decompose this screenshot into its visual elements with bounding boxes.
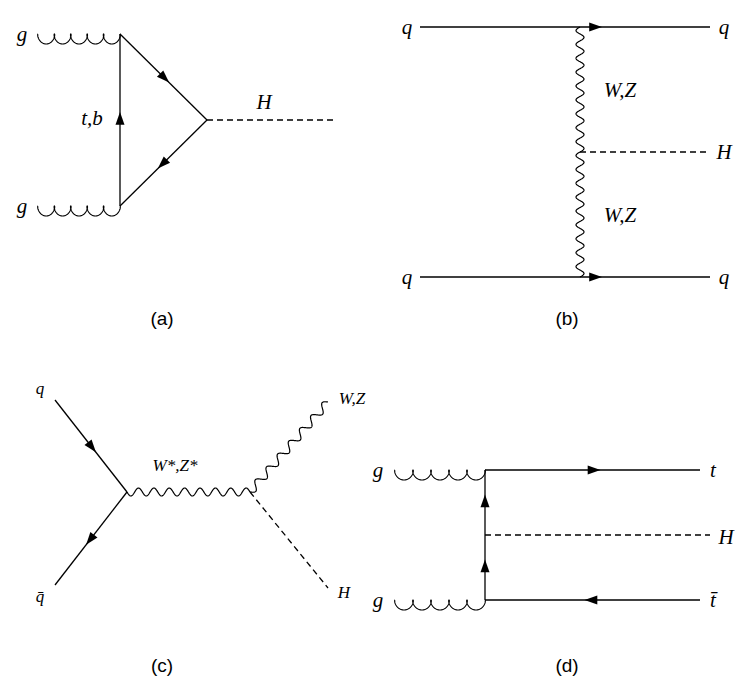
- higgs-line: [580, 151, 708, 152]
- particle-label: g: [17, 24, 28, 45]
- particle-label: q: [402, 267, 413, 288]
- boson-line: [576, 27, 584, 152]
- higgs-line: [485, 534, 710, 535]
- fermion-line: [55, 400, 127, 492]
- gluon-line: [395, 470, 486, 480]
- fermion-arrow: [84, 439, 95, 452]
- particle-label: q: [402, 17, 413, 38]
- particle-label: t: [710, 460, 716, 481]
- gluon-line: [38, 206, 121, 216]
- panel-caption: (d): [555, 656, 578, 675]
- fermion-line: [420, 276, 710, 277]
- fermion-arrow: [157, 70, 169, 82]
- fermion-line: [120, 120, 207, 206]
- gluon-line: [38, 34, 121, 44]
- particle-label: W*,Z*: [153, 457, 198, 474]
- particle-label: H: [716, 142, 731, 163]
- particle-label: g: [373, 460, 384, 481]
- particle-label: H: [718, 527, 733, 548]
- particle-label: q̄: [36, 588, 45, 605]
- particle-label: W,Z: [339, 390, 365, 407]
- fermion-arrow: [589, 23, 602, 32]
- boson-line: [576, 152, 584, 277]
- panel-caption: (b): [555, 309, 578, 328]
- panel-caption: (a): [150, 309, 173, 328]
- particle-label: q: [36, 380, 45, 397]
- fermion-arrow: [116, 112, 125, 125]
- particle-label: g: [373, 590, 384, 611]
- fermion-arrow: [158, 156, 170, 168]
- panel-caption: (c): [151, 656, 173, 675]
- fermion-arrow: [86, 532, 97, 545]
- fermion-arrow: [481, 560, 490, 573]
- particle-label: q: [719, 267, 730, 288]
- fermion-arrow: [481, 495, 490, 508]
- fermion-arrow: [588, 466, 601, 475]
- particle-label: H: [338, 584, 350, 601]
- boson-line: [250, 402, 328, 493]
- particle-label: W,Z: [604, 80, 637, 101]
- particle-label: q: [719, 17, 730, 38]
- particle-label: W,Z: [604, 205, 637, 226]
- particle-label: t,b: [81, 108, 103, 129]
- fermion-line: [420, 26, 710, 27]
- particle-label: t̄: [710, 590, 716, 611]
- fermion-arrow: [589, 273, 602, 282]
- fermion-line: [55, 492, 127, 585]
- higgs-line: [207, 119, 335, 120]
- particle-label: H: [256, 92, 271, 113]
- particle-label: g: [17, 196, 28, 217]
- boson-line: [127, 488, 250, 496]
- fermion-arrow: [585, 596, 598, 605]
- fermion-line: [120, 34, 207, 120]
- gluon-line: [395, 600, 486, 610]
- higgs-line: [250, 492, 328, 588]
